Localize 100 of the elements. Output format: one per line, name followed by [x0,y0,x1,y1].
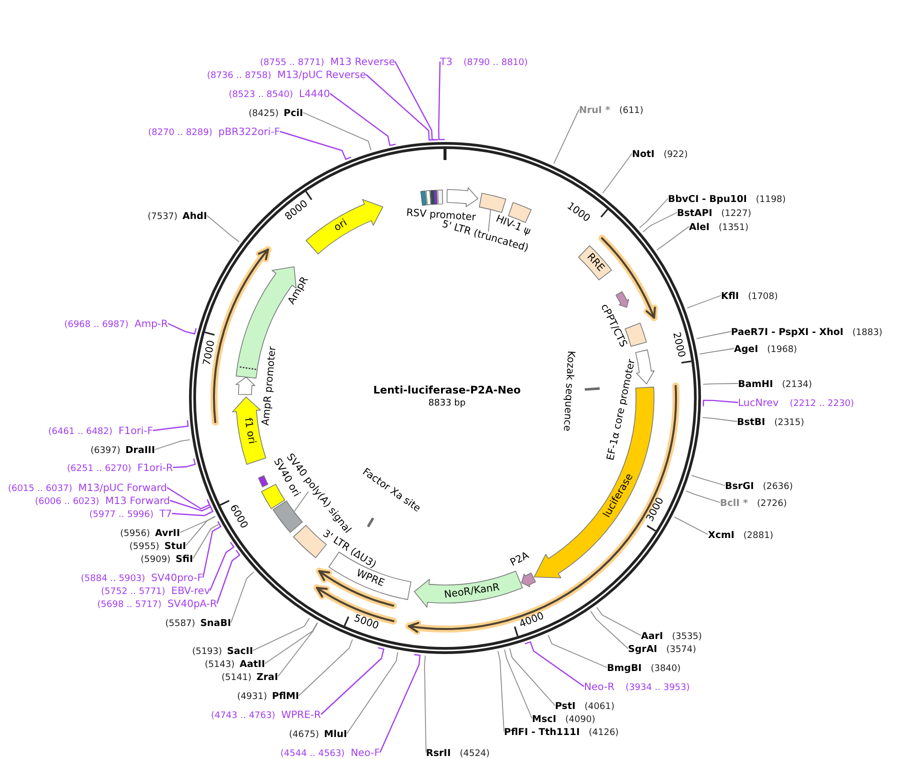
enzyme-position: (1351) [718,222,749,234]
enzyme-name: SnaBI [200,618,231,630]
enzyme-name: NruI * [579,105,610,117]
leader-line [642,212,678,232]
leader-line [504,649,532,719]
enzyme-position: (922) [664,149,688,161]
feature-label: Kozak sequence [560,350,576,432]
primer-name: LucNrev [738,398,779,410]
primer-name: F1ori-F [118,426,153,438]
leader-line [180,516,216,533]
enzyme-name: PaeR7I - PspXI - XhoI [731,327,844,339]
enzyme-position: (6397) [90,445,120,457]
leader-line [152,420,189,432]
primer-name: T7 [160,509,172,521]
primer-name: T3 [440,57,452,69]
enzyme-position: (3535) [672,631,702,643]
feature-label: NeoR/KanR [444,582,500,602]
leader-line [674,516,708,535]
enzyme-name: AleI [689,222,710,234]
scale-label: 5000 [352,614,380,632]
primer-range: (4544 .. 4563) [280,748,345,759]
enzyme-name: AhdI [182,211,207,223]
enzyme-position: (1227) [721,208,752,220]
enzyme-name: AgeI [734,344,758,356]
primer-range: (8523 .. 8540) [228,89,293,101]
leader-line [702,400,738,406]
leader-line [192,524,220,559]
leader-line [509,648,556,706]
enzyme-name: BmgBI [607,663,642,675]
primer-range: (6251 .. 6270) [67,463,132,475]
leader-line [230,572,254,623]
leader-line [524,641,584,687]
enzyme-position: (4675) [289,729,319,741]
leader-line [264,622,318,664]
leader-line [294,491,309,512]
enzyme-name: PflMI [272,691,299,703]
enzyme-position: (3574) [666,644,696,656]
primer-name: Neo-F [350,748,380,759]
leader-line [346,652,398,734]
primer-range: (5884 .. 5903) [80,573,146,585]
enzyme-name: AarI [641,631,663,643]
feature-label: P2A [508,550,532,570]
leader-line [696,331,732,340]
enzyme-name: BbvCI - Bpu10I [668,194,747,206]
enzyme-position: (1708) [748,291,778,303]
enzyme-position: (4524) [460,748,490,759]
enzyme-position: (4061) [584,701,614,713]
enzyme-name: SfiI [176,554,193,566]
enzyme-name: RsrII [426,748,451,759]
leader-line [394,61,438,140]
primer-range: (6006 .. 6023) [34,496,100,508]
enzyme-position: (2134) [782,379,812,391]
enzyme-position: (7537) [148,211,178,223]
primer-range: (6461 .. 6482) [48,426,113,438]
leader-line [302,112,372,151]
enzyme-name: SgrAI [628,644,658,656]
enzyme-position: (4090) [565,714,596,726]
leader-line [379,654,421,753]
leader-line [330,93,396,146]
enzyme-name: AvrII [155,528,180,540]
primer-range: (8790 .. 8810) [463,57,528,69]
enzyme-position: (5143) [204,659,235,671]
leader-line [154,439,190,450]
plasmid-name: Lenti-luciferase-P2A-Neo [373,384,521,398]
leader-line [590,611,628,649]
leader-line [170,500,212,512]
enzyme-position: (5909) [140,554,171,566]
enzyme-name: BstAPI [677,208,712,220]
primer-range: (3934 .. 3953) [626,682,690,694]
primer-name: SV40pA-R [168,599,217,611]
enzyme-position: (5956) [120,528,150,540]
leader-line [278,622,318,677]
enzyme-position: (611) [619,105,644,117]
enzyme-position: (5193) [192,646,222,658]
leader-line [699,348,734,354]
feature-label: f1 ori [240,417,258,445]
plasmid-length: 8833 bp [428,398,466,410]
leader-line [498,650,504,732]
feature-label: ori [332,218,350,234]
leader-line [602,153,632,194]
enzyme-name: BsrGI [725,481,754,493]
enzyme-name: NotI [632,149,655,161]
enzyme-name: ZraI [256,672,278,684]
leader-line [488,209,492,232]
leader-line [656,226,690,250]
enzyme-position: (5141) [222,672,252,684]
enzyme-name: DraIII [125,445,155,457]
leader-line [168,322,197,335]
leader-line [252,618,310,651]
enzyme-name: BclI * [720,498,748,510]
primer-name: EBV-rev [171,586,210,598]
enzyme-name: PciI [284,108,303,120]
enzyme-name: BamHI [738,379,774,391]
enzyme-position: (2726) [756,498,787,510]
feature-label: AmpR promoter [260,346,280,426]
enzyme-name: MluI [324,729,347,741]
primer-name: Amp-R [134,319,168,331]
primer-name: F1ori-R [137,463,173,475]
enzyme-position: (1968) [767,344,798,356]
enzyme-position: (2636) [762,481,793,493]
